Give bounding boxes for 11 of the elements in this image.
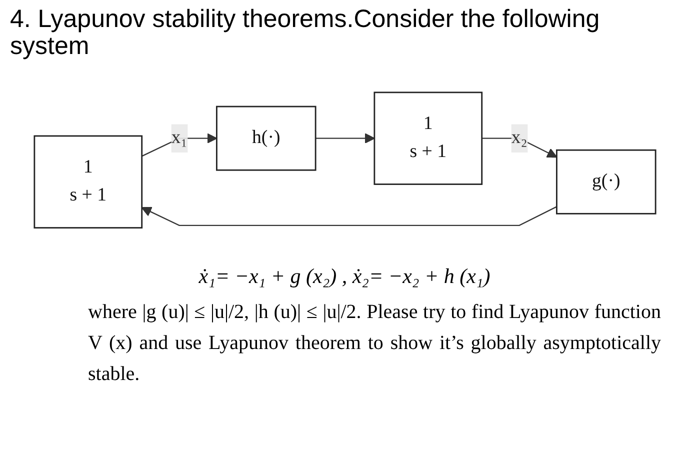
node-box: 1 s + 1 <box>33 135 142 228</box>
equation: ẋ₁= −x₁ + g (x₂) , ẋ₂= −x₂ + h (x₁) <box>198 264 492 289</box>
arrow <box>140 206 556 226</box>
edge-label: x₁ <box>170 128 187 148</box>
paragraph: where |g (u)| ≤ |u|/2, |h (u)| ≤ |u|/2. Please try to find Lyapunov function V (x) and use Lyapunov theorem to show it’s globally asymptotically stable. <box>88 300 661 387</box>
node-box: g(·) <box>556 149 656 214</box>
node-box: 1 s + 1 <box>373 92 482 185</box>
arrow <box>315 133 374 144</box>
node-box: h(·) <box>216 106 316 171</box>
edge-label: x₂ <box>510 128 527 148</box>
title: 4. Lyapunov stability theorems.Consider the following system <box>10 6 601 60</box>
